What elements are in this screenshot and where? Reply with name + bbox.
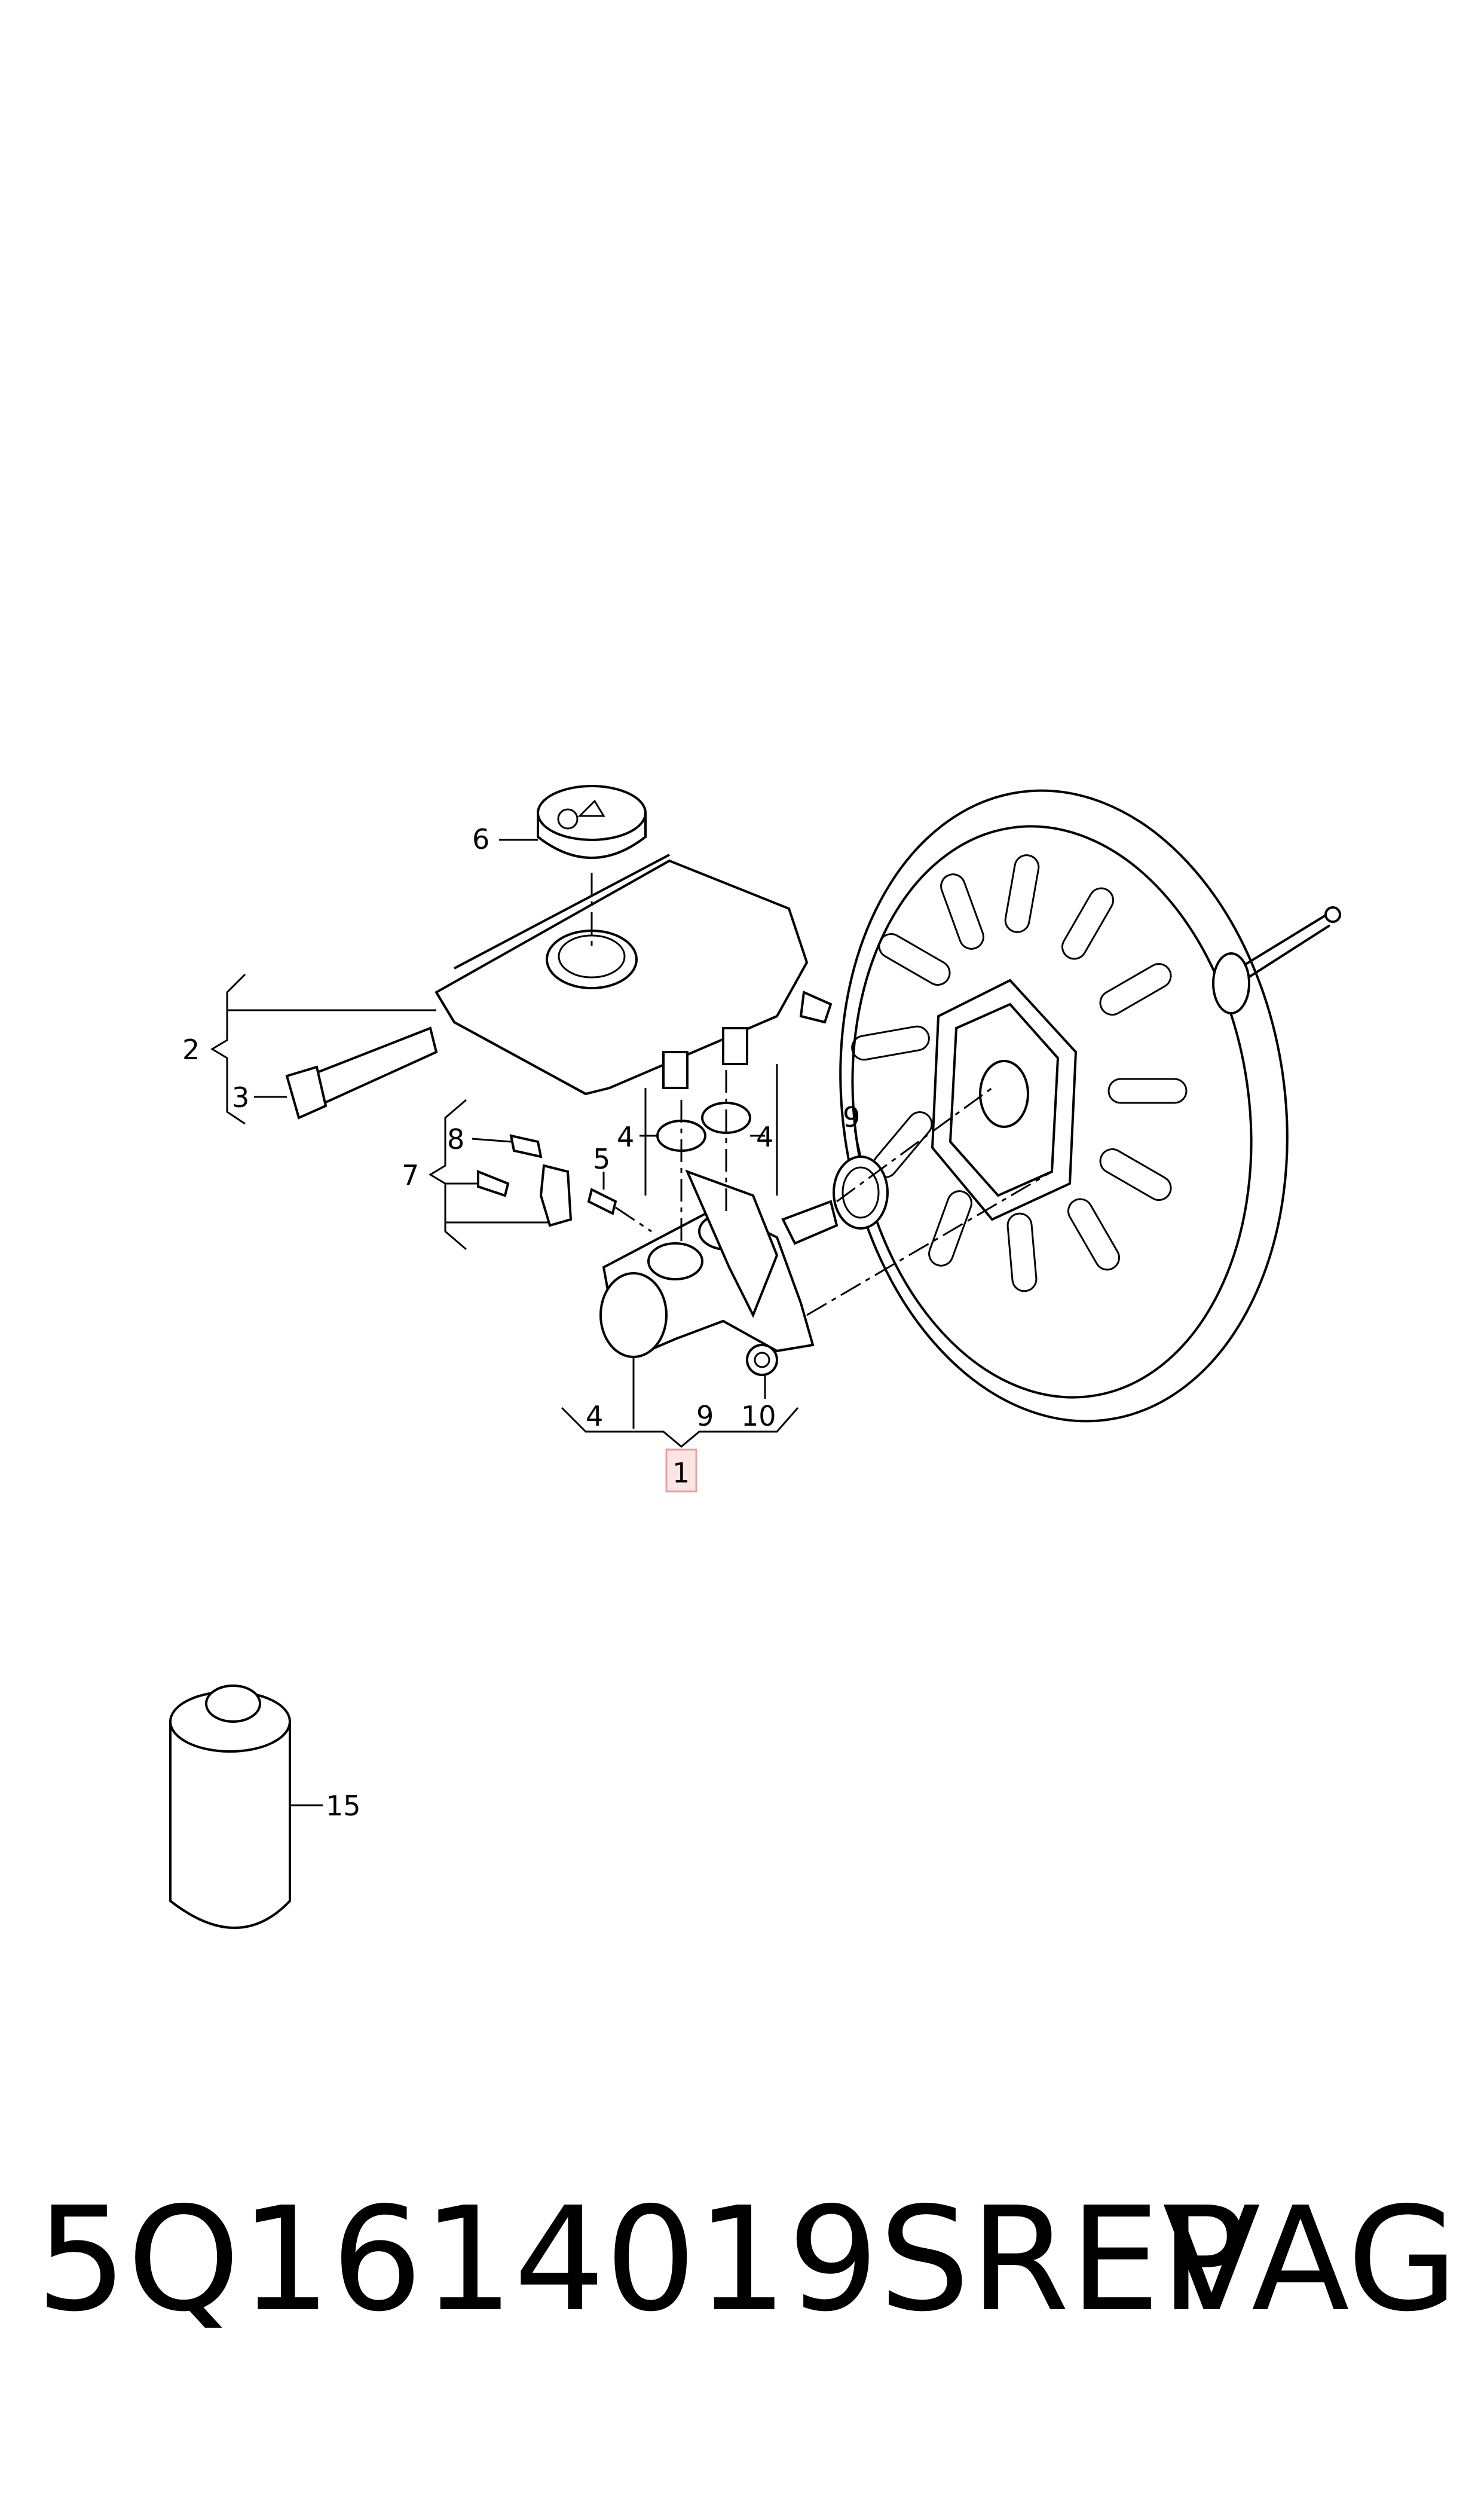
callout-4-left: 4 [617, 1121, 634, 1153]
bolt-5 [587, 1188, 617, 1215]
brake-fluid-bottle [169, 1685, 323, 1929]
pressure-sender-8 [509, 1134, 543, 1158]
callout-8: 8 [447, 1123, 464, 1155]
callout-2: 2 [182, 1034, 200, 1066]
callout-9-bottom: 9 [696, 1400, 714, 1432]
callout-3: 3 [232, 1081, 249, 1114]
fluid-reservoir [435, 854, 833, 1096]
callout-5: 5 [593, 1143, 610, 1175]
callout-9-top: 9 [843, 1101, 860, 1133]
brake-booster [839, 789, 1341, 1423]
sensor-bracket-7 [477, 1164, 573, 1227]
leader-lines [210, 839, 1052, 1448]
callout-4-bottom: 4 [586, 1400, 603, 1432]
callout-1: 1 [672, 1457, 690, 1489]
master-cylinder [599, 1169, 839, 1359]
reservoir-cap [537, 785, 647, 859]
part-number: 5Q1614019SREP [36, 2176, 1247, 2343]
nut [746, 1344, 778, 1376]
callout-15: 15 [326, 1790, 361, 1822]
level-sensor [285, 1026, 438, 1120]
seal-grommets [656, 1102, 751, 1152]
callout-6: 6 [472, 823, 489, 855]
callout-7: 7 [402, 1159, 419, 1191]
callout-4-right: 4 [756, 1121, 773, 1153]
brand-name: VAG [1162, 2176, 1458, 2343]
callout-1-highlight [665, 1448, 697, 1493]
callout-10: 10 [741, 1400, 776, 1432]
